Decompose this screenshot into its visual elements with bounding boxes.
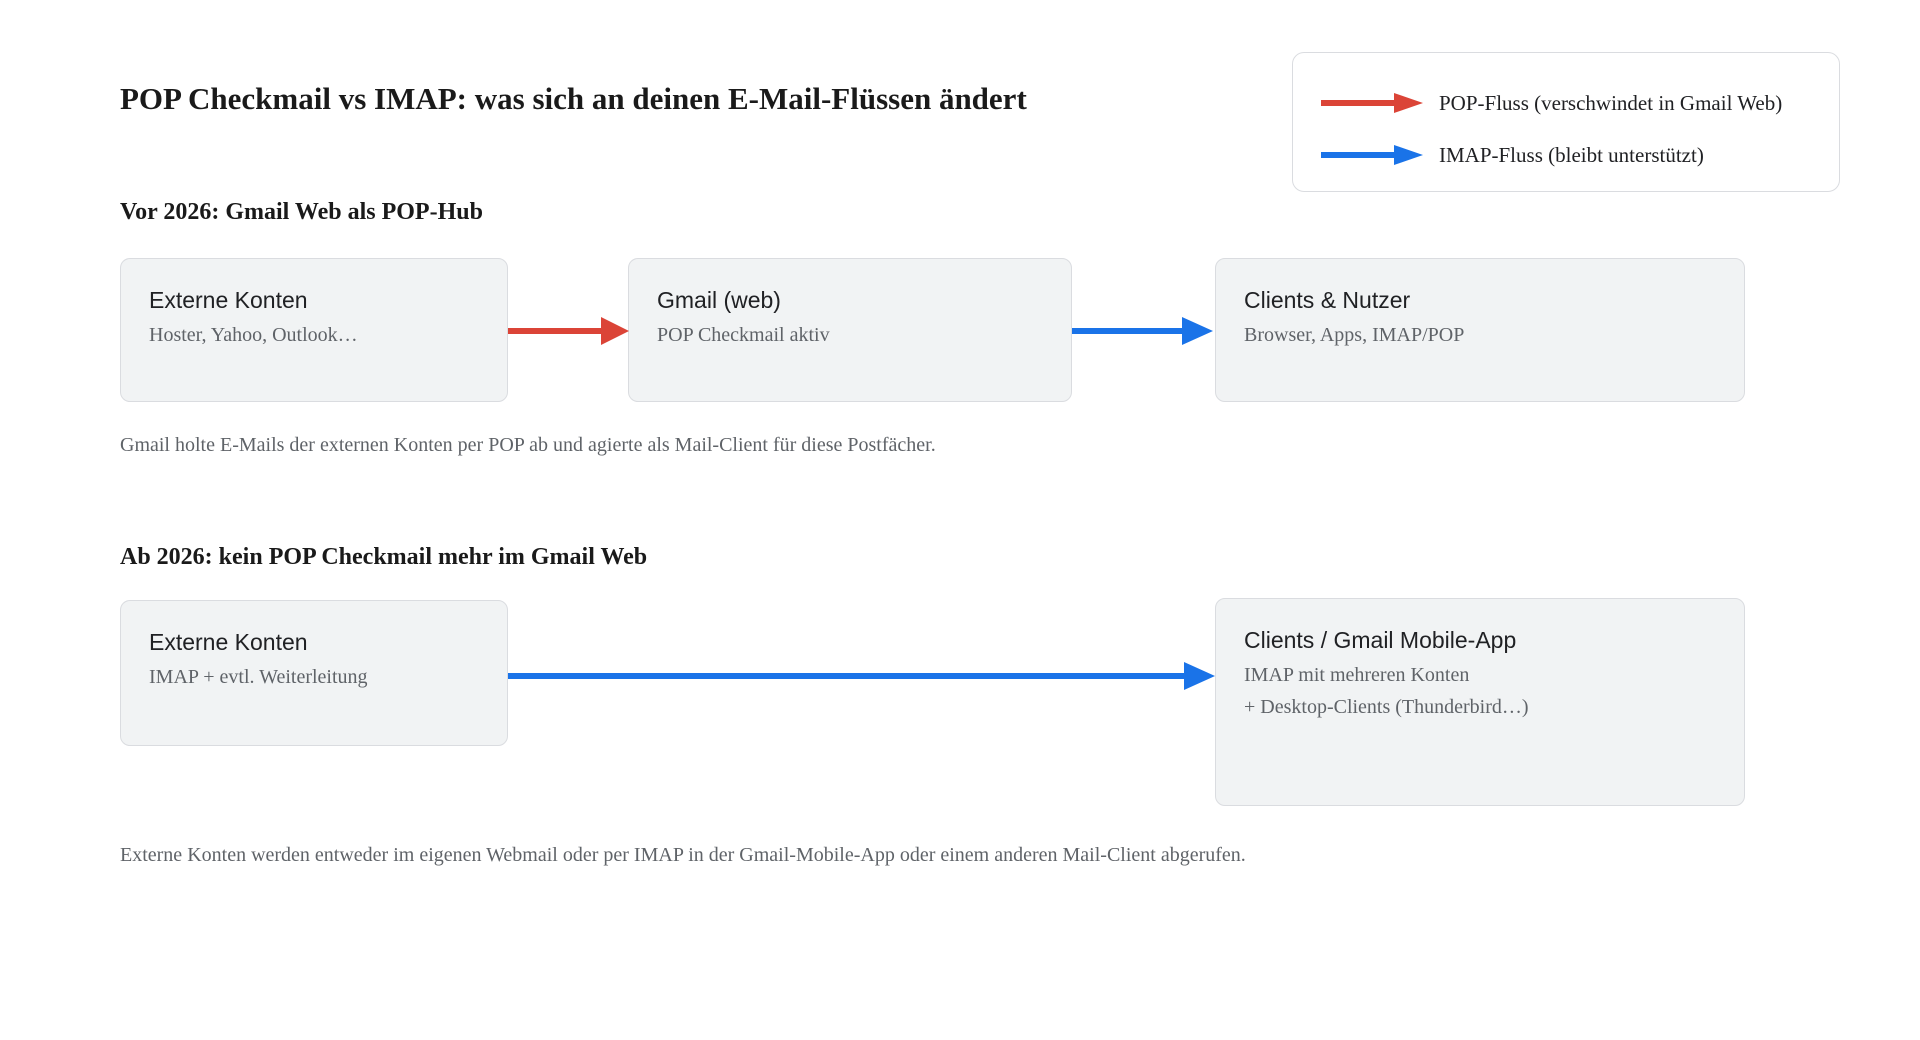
node-externe-konten-row1[interactable]: Externe Konten Hoster, Yahoo, Outlook…	[120, 258, 508, 402]
node-clients-gmail-mobile-app[interactable]: Clients / Gmail Mobile-App IMAP mit mehr…	[1215, 598, 1745, 806]
legend-label: POP-Fluss (verschwindet in Gmail Web)	[1439, 91, 1783, 115]
node-clients-nutzer[interactable]: Clients & Nutzer Browser, Apps, IMAP/POP	[1215, 258, 1745, 402]
section-caption-before-2026: Gmail holte E-Mails der externen Konten …	[120, 434, 936, 456]
legend-item-pop: POP-Fluss (verschwindet in Gmail Web)	[1293, 77, 1839, 129]
node-subtitle-line2: + Desktop-Clients (Thunderbird…)	[1244, 696, 1529, 718]
node-subtitle: Browser, Apps, IMAP/POP	[1244, 324, 1465, 346]
node-title: Clients & Nutzer	[1244, 287, 1411, 313]
node-subtitle-line1: IMAP mit mehreren Konten	[1244, 664, 1470, 686]
legend-box: POP-Fluss (verschwindet in Gmail Web) IM…	[1292, 52, 1840, 192]
legend-label: IMAP-Fluss (bleibt unterstützt)	[1439, 143, 1704, 167]
page-title: POP Checkmail vs IMAP: was sich an deine…	[120, 81, 1027, 116]
edge-imap-arrow-externe-to-mobile	[508, 662, 1215, 690]
section-heading-before-2026: Vor 2026: Gmail Web als POP-Hub	[120, 199, 483, 225]
edge-imap-arrow-gmail-to-clients	[1072, 317, 1213, 345]
arrow-right-icon	[1321, 145, 1423, 165]
node-subtitle: Hoster, Yahoo, Outlook…	[149, 324, 358, 346]
node-title: Externe Konten	[149, 287, 308, 313]
edge-pop-arrow-externe-to-gmail	[508, 317, 629, 345]
section-caption-from-2026: Externe Konten werden entweder im eigene…	[120, 844, 1246, 866]
node-title: Gmail (web)	[657, 287, 781, 313]
node-title: Clients / Gmail Mobile-App	[1244, 627, 1517, 653]
node-gmail-web[interactable]: Gmail (web) POP Checkmail aktiv	[628, 258, 1072, 402]
legend-item-imap: IMAP-Fluss (bleibt unterstützt)	[1293, 129, 1839, 181]
node-title: Externe Konten	[149, 629, 308, 655]
node-externe-konten-row2[interactable]: Externe Konten IMAP + evtl. Weiterleitun…	[120, 600, 508, 746]
arrow-right-icon	[1321, 93, 1423, 113]
node-subtitle: POP Checkmail aktiv	[657, 324, 830, 346]
section-heading-from-2026: Ab 2026: kein POP Checkmail mehr im Gmai…	[120, 544, 648, 570]
node-subtitle: IMAP + evtl. Weiterleitung	[149, 666, 368, 688]
